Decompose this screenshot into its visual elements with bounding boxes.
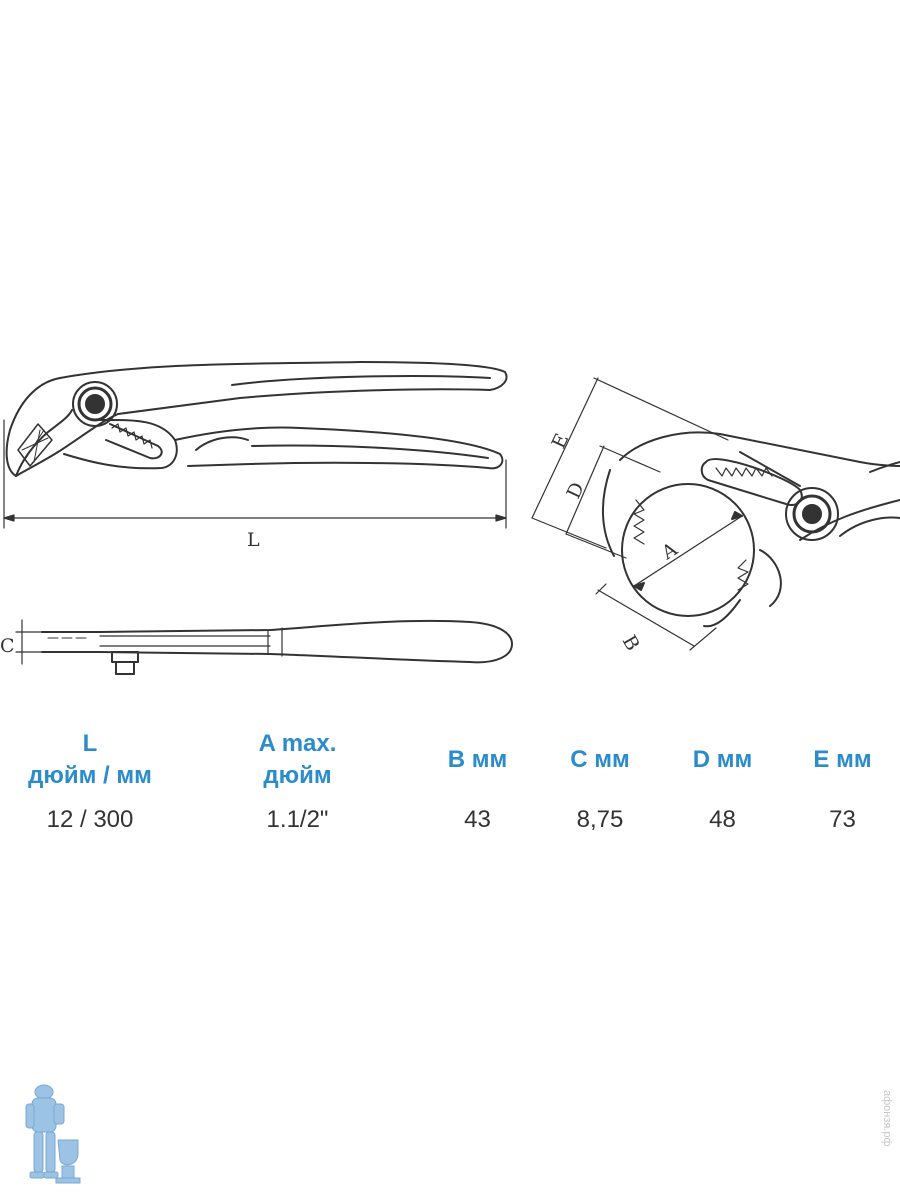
dimension-line-C	[15, 619, 45, 665]
label-C: C	[0, 635, 15, 657]
header-D: D мм	[692, 746, 753, 773]
pliers-jaw-detail	[602, 431, 900, 628]
pipe-circle	[621, 483, 755, 617]
plumber-mascot-logo	[25, 1084, 81, 1184]
value-E: 73	[829, 806, 856, 833]
value-A-max: 1.1/2"	[266, 806, 329, 833]
header-B: B мм	[447, 746, 508, 773]
label-L: L	[247, 529, 260, 551]
dimension-line-B	[595, 583, 717, 651]
watermark: афонзя.рф	[881, 1090, 893, 1147]
label-D: D	[563, 479, 589, 502]
header-C: C мм	[570, 746, 630, 773]
pliers-top-view	[5, 361, 508, 477]
value-C: 8,75	[576, 806, 624, 833]
dimension-line-E	[531, 377, 729, 549]
label-E: E	[548, 430, 574, 452]
table-row: 12 / 300 1.1/2" 43 8,75 48 73 0,	[0, 792, 900, 835]
header-A-max: A max.дюйм	[258, 730, 337, 789]
technical-drawing: L C A B D E	[0, 361, 900, 675]
value-B: 43	[464, 806, 491, 833]
dimension-line-D	[565, 445, 661, 559]
label-A: A	[657, 538, 681, 565]
header-E: E мм	[813, 746, 872, 773]
dimension-line-L	[3, 419, 507, 529]
label-B: B	[618, 632, 644, 655]
pliers-side-view	[41, 619, 513, 675]
value-D: 48	[709, 806, 736, 833]
value-L: 12 / 300	[46, 806, 134, 833]
